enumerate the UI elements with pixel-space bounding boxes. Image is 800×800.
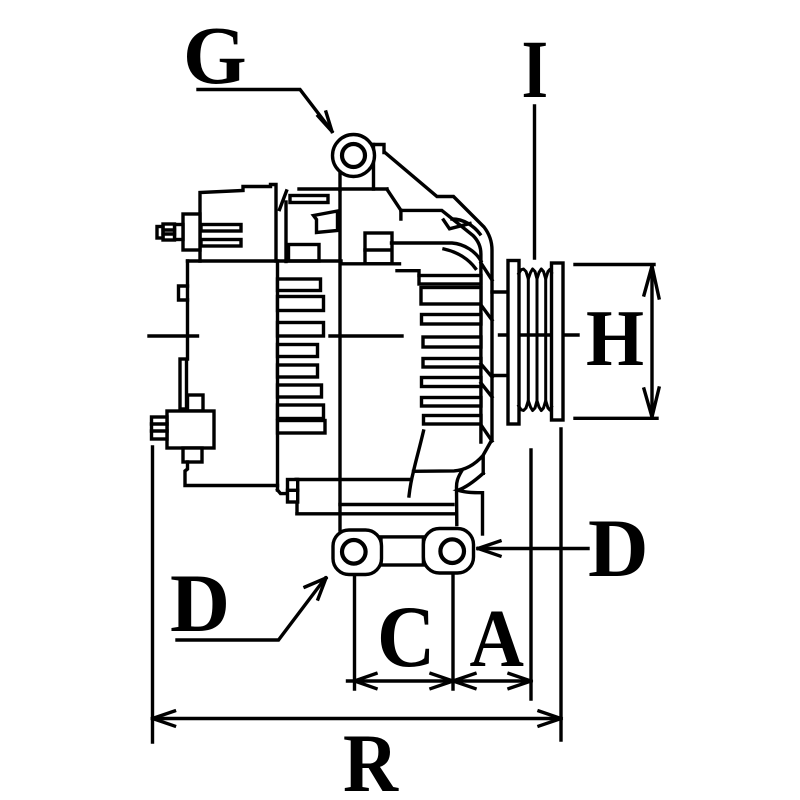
svg-text:G: G — [183, 9, 247, 101]
svg-text:R: R — [343, 717, 399, 800]
svg-text:A: A — [470, 592, 524, 684]
svg-text:H: H — [586, 295, 644, 383]
svg-text:D: D — [588, 502, 649, 594]
svg-text:I: I — [522, 23, 549, 115]
svg-text:D: D — [170, 557, 230, 649]
svg-text:C: C — [377, 589, 435, 686]
